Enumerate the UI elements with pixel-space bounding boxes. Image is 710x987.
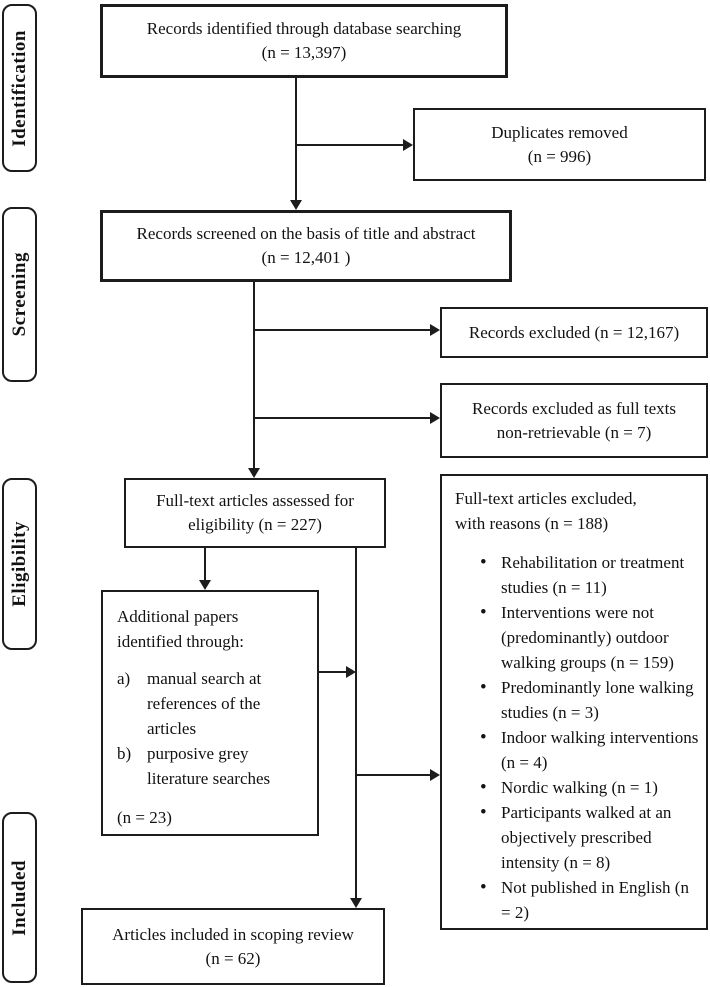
box-nonretrievable-excluded-line1: Records excluded as full texts (472, 398, 676, 418)
arrowhead-down-icon (350, 898, 362, 908)
fulltext-excluded-heading1: Full-text articles excluded, (455, 489, 637, 508)
arrowhead-right-icon (346, 666, 356, 678)
exclusion-reason: Interventions were not (predominantly) o… (480, 600, 700, 675)
connector-fulltext-to-additional (204, 548, 206, 581)
box-additional-papers-intro2: identified through: (117, 632, 245, 651)
fulltext-excluded-heading2: with reasons (n = 188) (455, 514, 609, 533)
box-records-excluded-line1: Records excluded (n = 12,167) (468, 322, 680, 342)
connector-to-duplicates (296, 144, 404, 146)
stage-label-screening: Screening (2, 207, 37, 382)
box-duplicates-removed-line2: (n = 996) (527, 146, 592, 166)
stage-label-identification: Identification (2, 4, 37, 172)
connector-to-records-excluded (254, 329, 431, 331)
connector-screened-to-fulltext (253, 282, 255, 469)
connector-to-excluded-reasons (356, 774, 431, 776)
additional-item-a-text: manual search at references of the artic… (147, 669, 262, 738)
box-records-screened-line1: Records screened on the basis of title a… (136, 224, 476, 243)
arrowhead-right-icon (430, 412, 440, 424)
connector-additional-to-mainline (319, 671, 347, 673)
connector-fulltext-to-included (355, 548, 357, 899)
box-articles-included-line2: (n = 62) (205, 948, 261, 968)
arrowhead-down-icon (290, 200, 302, 210)
box-records-identified: Records identified through database sear… (100, 4, 508, 78)
box-duplicates-removed: Duplicates removed (n = 996) (413, 108, 706, 181)
arrowhead-right-icon (403, 139, 413, 151)
exclusion-reason: Not published in English (n = 2) (480, 875, 700, 925)
box-records-excluded: Records excluded (n = 12,167) (440, 307, 708, 358)
additional-papers-count: (n = 23) (117, 808, 172, 827)
exclusion-reason: Participants walked at an objectively pr… (480, 800, 700, 875)
additional-item-b-label: b) (117, 744, 132, 763)
additional-item-a: a) manual search at references of the ar… (117, 666, 309, 741)
stage-label-included-text: Included (8, 859, 30, 936)
box-fulltext-assessed-line1: Full-text articles assessed for (156, 491, 354, 510)
additional-item-b-text: purposive grey literature searches (147, 744, 271, 788)
box-additional-papers-intro1: Additional papers (117, 607, 239, 626)
box-articles-included: Articles included in scoping review (n =… (81, 908, 385, 985)
connector-identified-to-screened (295, 78, 297, 202)
additional-item-a-label: a) (117, 669, 131, 688)
exclusion-reason: Predominantly lone walking studies (n = … (480, 675, 700, 725)
box-articles-included-line1: Articles included in scoping review (112, 924, 354, 944)
connector-to-nonretrievable (254, 417, 431, 419)
arrowhead-right-icon (430, 769, 440, 781)
stage-label-included: Included (2, 812, 37, 983)
exclusion-reasons-list: Rehabilitation or treatment studies (n =… (455, 550, 700, 925)
exclusion-reason: Nordic walking (n = 1) (480, 775, 700, 800)
exclusion-reason: Rehabilitation or treatment studies (n =… (480, 550, 700, 600)
stage-label-eligibility: Eligibility (2, 478, 37, 650)
box-records-screened-line2: (n = 12,401 ) (261, 248, 351, 267)
additional-item-b: b) purposive grey literature searches (117, 741, 309, 791)
box-duplicates-removed-line1: Duplicates removed (491, 122, 628, 142)
box-records-identified-line1: Records identified through database sear… (146, 19, 462, 38)
box-fulltext-assessed: Full-text articles assessed for eligibil… (124, 478, 386, 548)
box-nonretrievable-excluded: Records excluded as full texts non-retri… (440, 383, 708, 458)
arrowhead-right-icon (430, 324, 440, 336)
exclusion-reason: Indoor walking interventions (n = 4) (480, 725, 700, 775)
box-additional-papers: Additional papers identified through: a)… (101, 590, 319, 836)
arrowhead-down-icon (199, 580, 211, 590)
stage-label-identification-text: Identification (8, 29, 30, 147)
box-records-screened: Records screened on the basis of title a… (100, 210, 512, 282)
box-fulltext-assessed-line2: eligibility (n = 227) (188, 515, 322, 534)
box-fulltext-excluded-reasons: Full-text articles excluded, with reason… (440, 474, 708, 930)
stage-label-screening-text: Screening (8, 252, 30, 337)
box-records-identified-line2: (n = 13,397) (261, 43, 347, 62)
arrowhead-down-icon (248, 468, 260, 478)
stage-label-eligibility-text: Eligibility (8, 521, 30, 607)
box-nonretrievable-excluded-line2: non-retrievable (n = 7) (496, 422, 652, 442)
